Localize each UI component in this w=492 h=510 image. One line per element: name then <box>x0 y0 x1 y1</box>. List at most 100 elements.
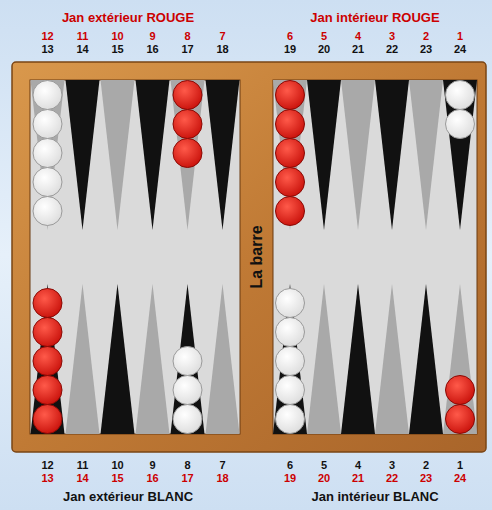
board-point <box>66 80 100 230</box>
red-checker <box>173 139 202 168</box>
point-number: 11 <box>77 31 89 42</box>
zone-heading: Jan intérieur BLANC <box>311 490 438 503</box>
point-number: 20 <box>318 473 330 484</box>
board-point <box>206 80 240 230</box>
red-checker <box>276 168 305 197</box>
white-checker <box>446 110 475 139</box>
red-checker <box>33 347 62 376</box>
board-point <box>66 284 100 434</box>
white-checker <box>173 405 202 434</box>
red-checker <box>33 405 62 434</box>
point-number: 9 <box>149 31 155 42</box>
point-number: 6 <box>287 460 293 471</box>
bar-band: La barre <box>223 62 290 452</box>
red-checker <box>446 376 475 405</box>
board-point <box>101 284 135 434</box>
board-point <box>307 80 341 230</box>
point-number: 15 <box>111 473 123 484</box>
board-field <box>273 80 477 434</box>
white-checker <box>276 405 305 434</box>
board-point <box>136 80 170 230</box>
point-number: 21 <box>352 473 364 484</box>
white-checker <box>33 168 62 197</box>
board-point <box>171 284 205 434</box>
point-number: 17 <box>181 473 193 484</box>
board-point <box>273 284 307 434</box>
white-checker <box>276 289 305 318</box>
point-number: 4 <box>355 31 361 42</box>
board-point <box>31 284 65 434</box>
white-checker <box>33 81 62 110</box>
red-checker <box>446 405 475 434</box>
point-number: 18 <box>216 44 228 55</box>
point-number: 18 <box>216 473 228 484</box>
point-number: 10 <box>111 460 123 471</box>
board-point <box>206 284 240 434</box>
zone-heading: Jan extérieur ROUGE <box>62 11 194 24</box>
point-number: 9 <box>149 460 155 471</box>
red-checker <box>33 376 62 405</box>
point-number: 5 <box>321 460 327 471</box>
point-number: 23 <box>420 44 432 55</box>
point-number: 23 <box>420 473 432 484</box>
point-number: 8 <box>184 31 190 42</box>
point-number: 22 <box>386 44 398 55</box>
point-number: 22 <box>386 473 398 484</box>
board-point <box>409 284 443 434</box>
board-point <box>443 284 477 434</box>
board-point <box>307 284 341 434</box>
red-checker <box>173 110 202 139</box>
point-number: 24 <box>454 44 466 55</box>
point-number: 13 <box>41 473 53 484</box>
point-number: 3 <box>389 460 395 471</box>
red-checker <box>276 81 305 110</box>
zone-heading: Jan extérieur BLANC <box>63 490 193 503</box>
board-point <box>171 80 205 230</box>
board-point <box>375 80 409 230</box>
point-number: 16 <box>146 44 158 55</box>
point-number: 19 <box>284 44 296 55</box>
point-number: 13 <box>41 44 53 55</box>
red-checker <box>276 110 305 139</box>
point-number: 4 <box>355 460 361 471</box>
board-point <box>341 80 375 230</box>
white-checker <box>33 139 62 168</box>
board-point <box>409 80 443 230</box>
point-number: 24 <box>454 473 466 484</box>
point-number: 21 <box>352 44 364 55</box>
point-number: 6 <box>287 31 293 42</box>
point-number: 10 <box>111 31 123 42</box>
point-number: 8 <box>184 460 190 471</box>
white-checker <box>276 376 305 405</box>
point-number: 20 <box>318 44 330 55</box>
point-number: 12 <box>41 31 53 42</box>
red-checker <box>173 81 202 110</box>
board-point <box>443 80 477 230</box>
board-point <box>273 80 307 230</box>
point-number: 14 <box>76 473 88 484</box>
point-number: 14 <box>76 44 88 55</box>
white-checker <box>33 197 62 226</box>
white-checker <box>276 318 305 347</box>
board-point <box>341 284 375 434</box>
red-checker <box>276 139 305 168</box>
point-number: 12 <box>41 460 53 471</box>
point-number: 5 <box>321 31 327 42</box>
point-number: 15 <box>111 44 123 55</box>
red-checker <box>276 197 305 226</box>
board-frame <box>12 62 486 452</box>
zone-heading: Jan intérieur ROUGE <box>310 11 439 24</box>
red-checker <box>33 318 62 347</box>
white-checker <box>446 81 475 110</box>
point-number: 2 <box>423 460 429 471</box>
board-point <box>31 80 65 230</box>
point-number: 1 <box>457 460 463 471</box>
point-number: 7 <box>219 460 225 471</box>
point-number: 1 <box>457 31 463 42</box>
point-number: 7 <box>219 31 225 42</box>
board-field <box>30 80 240 434</box>
red-checker <box>33 289 62 318</box>
point-number: 11 <box>77 460 89 471</box>
board-point <box>101 80 135 230</box>
